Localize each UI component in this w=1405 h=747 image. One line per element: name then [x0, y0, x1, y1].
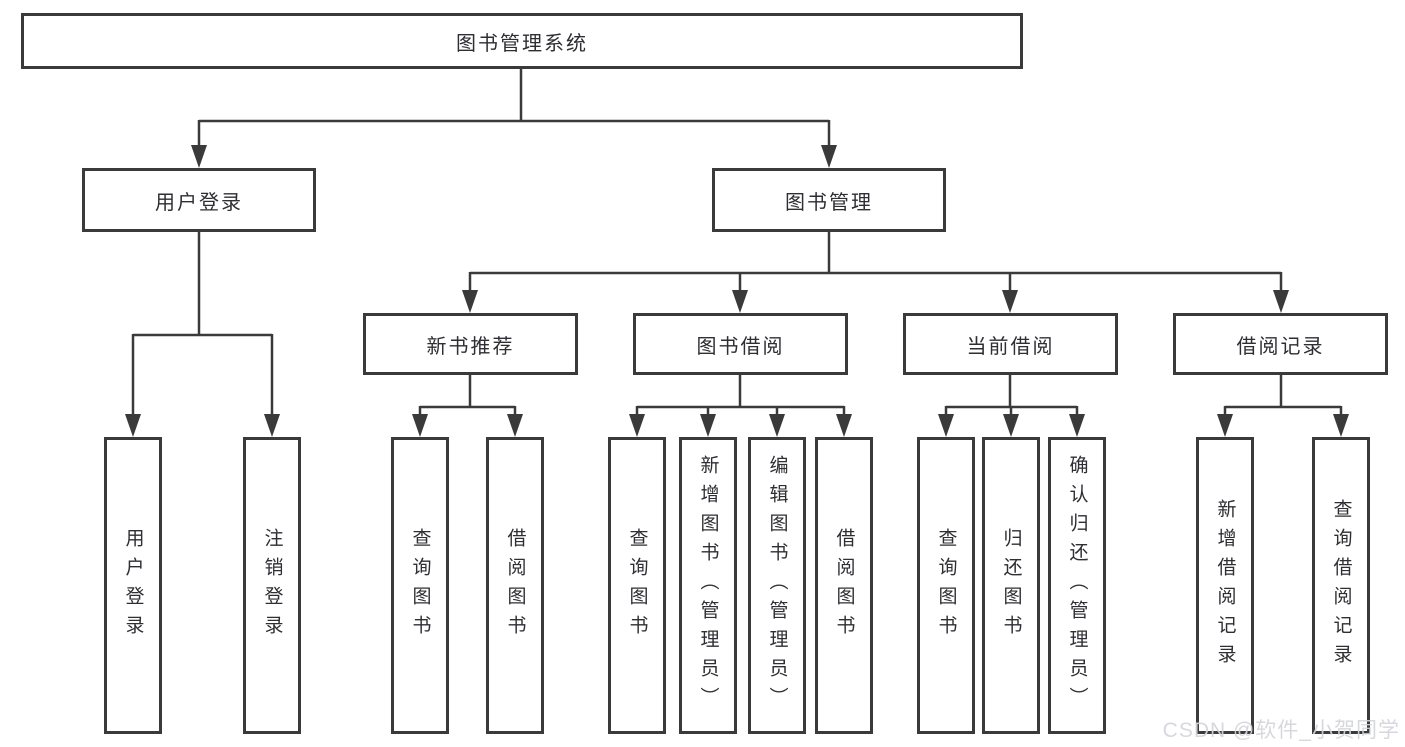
node-book-management: 图书管理	[712, 168, 946, 232]
leaf-borrow-books-borrow-label: 借阅图书	[833, 527, 855, 644]
leaf-query-books-current-label: 查询图书	[935, 527, 957, 644]
leaf-add-borrow-record: 新增借阅记录	[1196, 437, 1254, 734]
node-new-book-recommend-label: 新书推荐	[426, 335, 515, 358]
node-borrow-records-label: 借阅记录	[1236, 335, 1325, 358]
leaf-query-books-current: 查询图书	[917, 437, 975, 734]
leaf-query-books-borrow: 查询图书	[608, 437, 666, 734]
node-new-book-recommend: 新书推荐	[363, 313, 578, 375]
leaf-logout: 注销登录	[243, 437, 301, 734]
node-user-login: 用户登录	[82, 168, 316, 232]
leaf-confirm-return-admin: 确认归还（管理员）	[1048, 437, 1106, 734]
leaf-borrow-books-recommend-label: 借阅图书	[504, 527, 526, 644]
node-root-library-system: 图书管理系统	[21, 13, 1023, 69]
leaf-confirm-return-admin-label: 确认归还（管理员）	[1066, 455, 1088, 716]
leaf-user-login: 用户登录	[104, 437, 162, 734]
leaf-edit-book-admin: 编辑图书（管理员）	[748, 437, 806, 734]
node-current-borrow-label: 当前借阅	[966, 335, 1055, 358]
leaf-user-login-label: 用户登录	[122, 527, 144, 644]
leaf-add-book-admin: 新增图书（管理员）	[679, 437, 737, 734]
node-user-login-label: 用户登录	[155, 191, 243, 214]
watermark: CSDN @软件_小贺同学	[1162, 719, 1400, 742]
leaf-return-books: 归还图书	[982, 437, 1040, 734]
leaf-query-books-recommend-label: 查询图书	[409, 527, 431, 644]
leaf-return-books-label: 归还图书	[1000, 527, 1022, 644]
leaf-add-book-admin-label: 新增图书（管理员）	[697, 455, 719, 716]
node-borrow-records: 借阅记录	[1173, 313, 1388, 375]
node-book-management-label: 图书管理	[785, 191, 873, 214]
leaf-edit-book-admin-label: 编辑图书（管理员）	[766, 455, 788, 716]
leaf-borrow-books-recommend: 借阅图书	[486, 437, 544, 734]
leaf-borrow-books-borrow: 借阅图书	[815, 437, 873, 734]
node-book-borrow: 图书借阅	[633, 313, 848, 375]
leaf-query-books-borrow-label: 查询图书	[626, 527, 648, 644]
leaf-logout-label: 注销登录	[261, 527, 283, 644]
node-root-label: 图书管理系统	[456, 32, 588, 55]
leaf-query-borrow-record-label: 查询借阅记录	[1330, 498, 1352, 673]
leaf-add-borrow-record-label: 新增借阅记录	[1214, 498, 1236, 673]
leaf-query-books-recommend: 查询图书	[391, 437, 449, 734]
leaf-query-borrow-record: 查询借阅记录	[1312, 437, 1370, 734]
node-book-borrow-label: 图书借阅	[696, 335, 785, 358]
node-current-borrow: 当前借阅	[903, 313, 1118, 375]
